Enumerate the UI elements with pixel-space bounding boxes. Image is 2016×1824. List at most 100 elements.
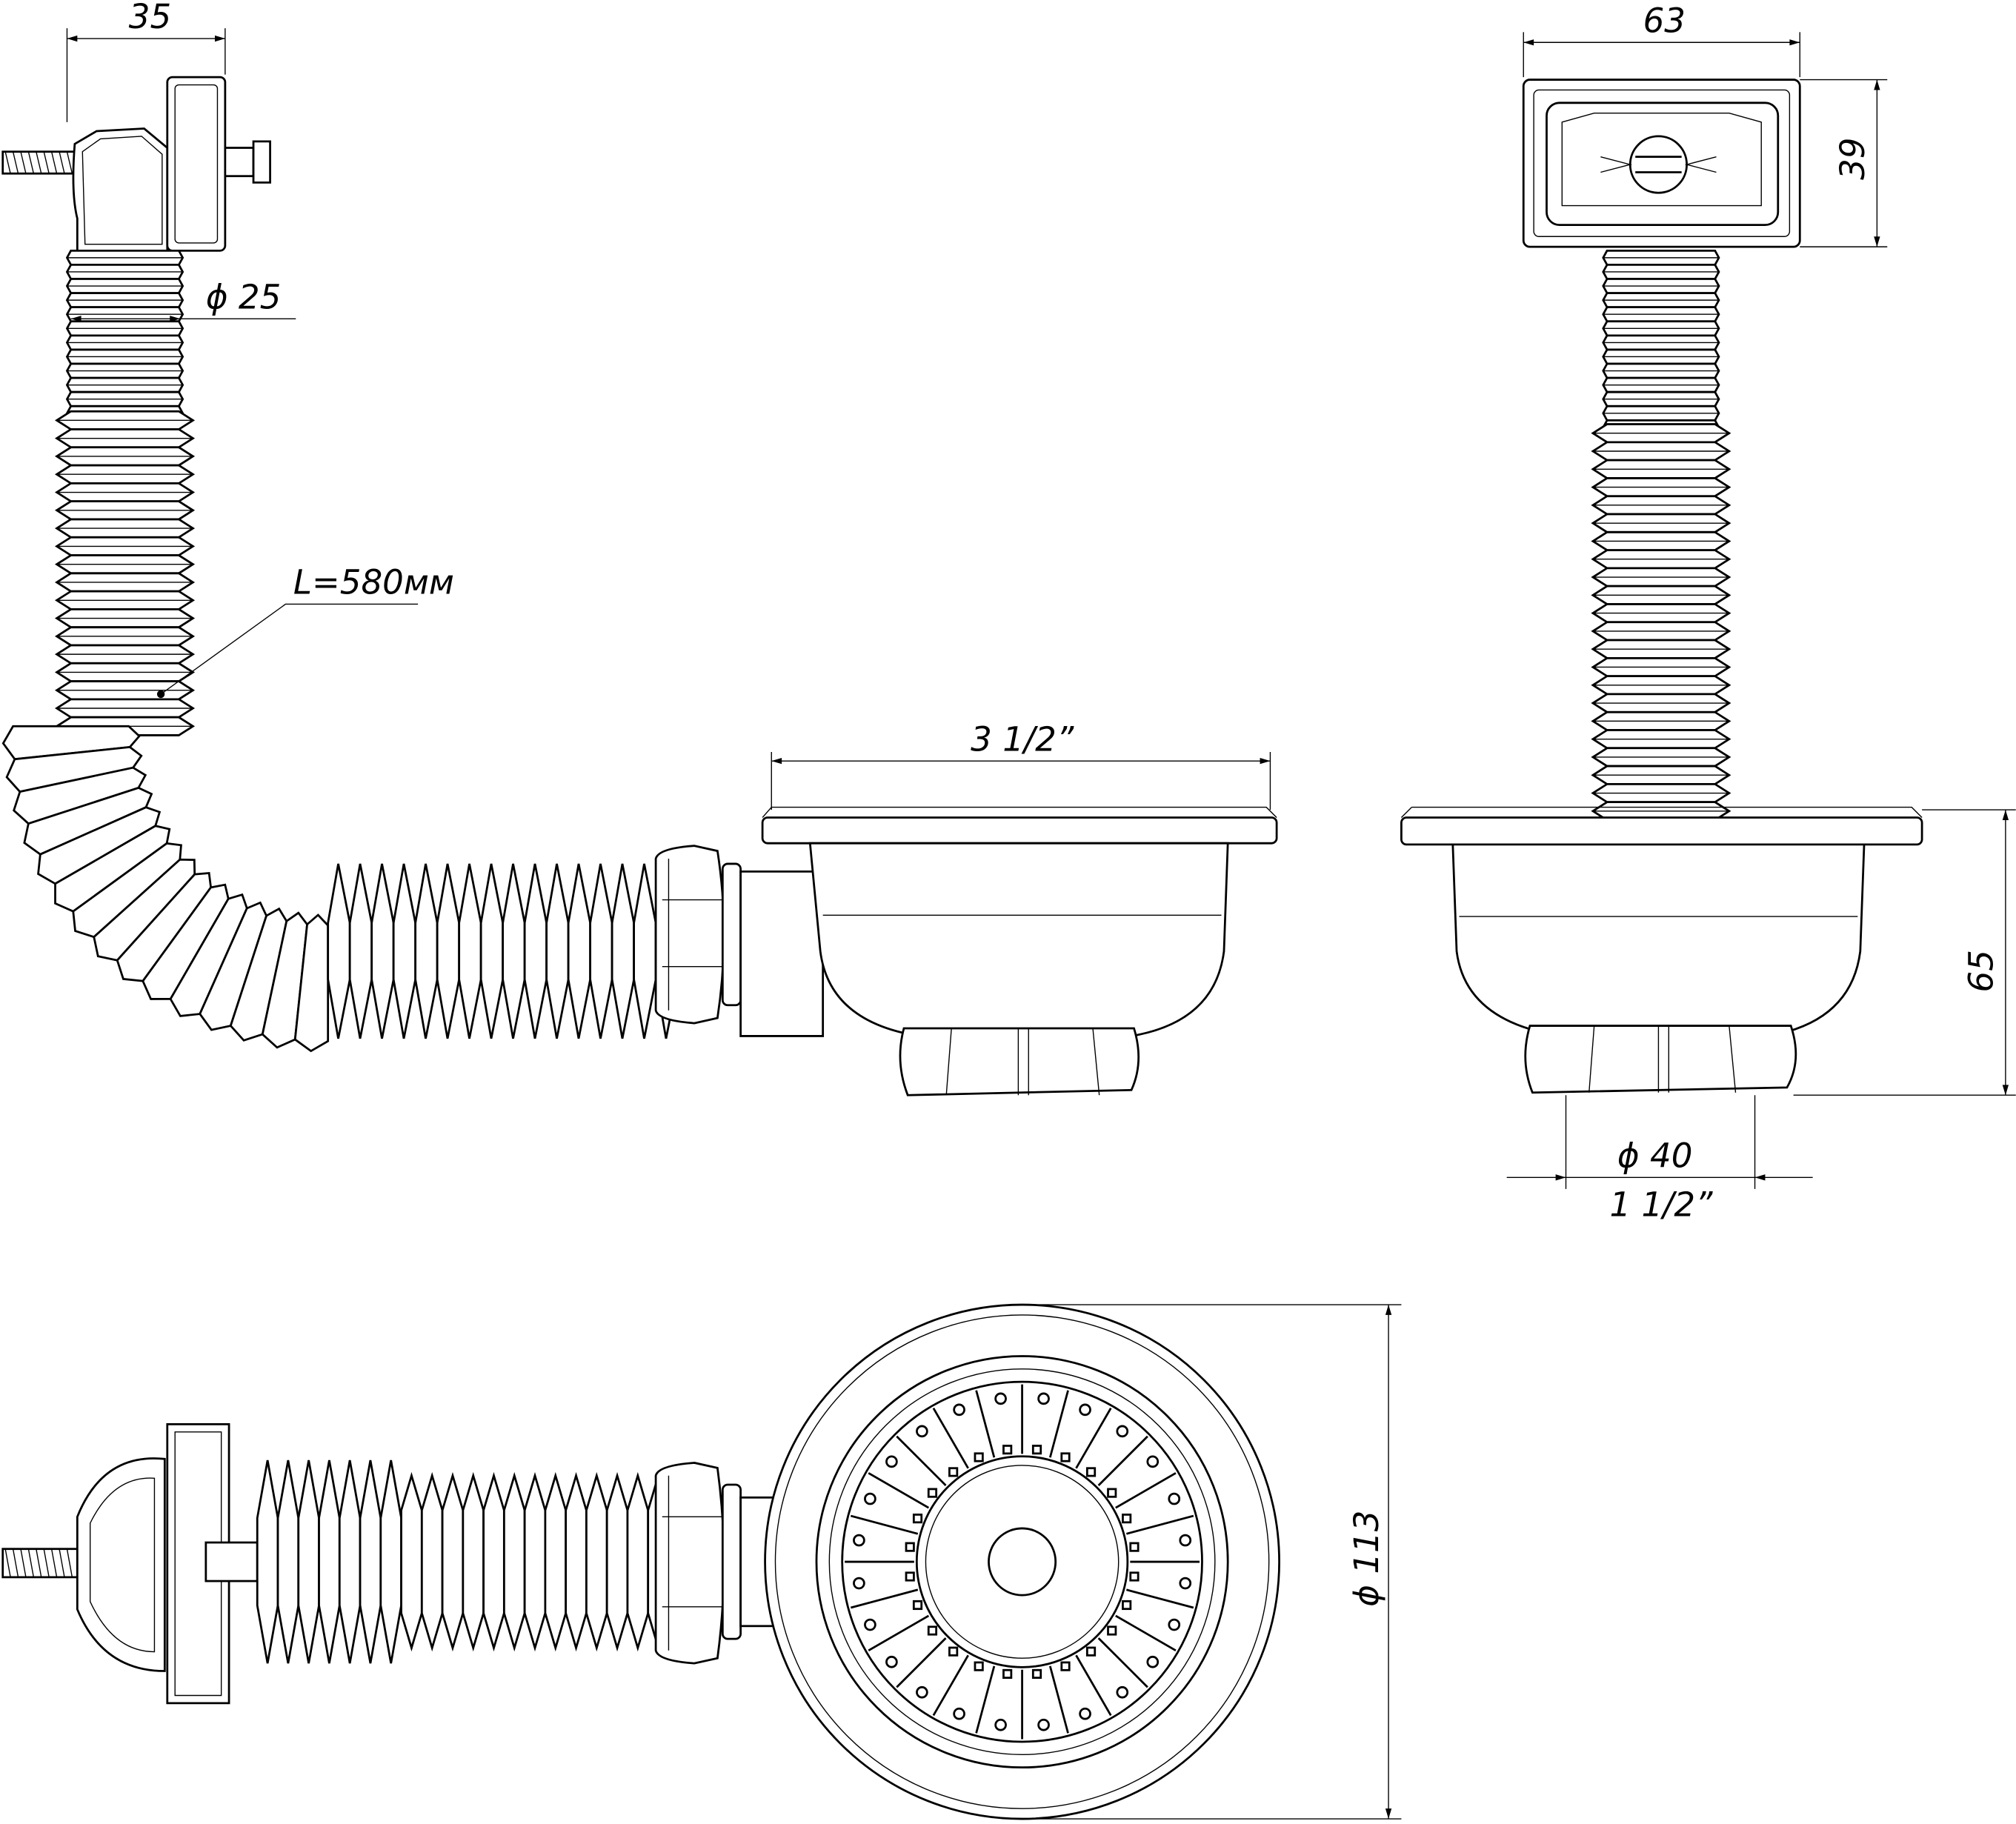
overflow-plate [166, 76, 227, 252]
strainer-hole [916, 1685, 928, 1699]
hose-rib [327, 863, 351, 1039]
strainer-hole [994, 1392, 1007, 1405]
outlet-nut [899, 1027, 1140, 1096]
strainer-hole [853, 1534, 865, 1547]
strainer-hole [853, 1577, 865, 1590]
hose-rib [585, 1471, 608, 1652]
corrugated-hose-front [1591, 249, 1731, 822]
strainer-tab [1122, 1600, 1132, 1611]
strainer-rib [896, 1637, 947, 1688]
corrugated-hose [1, 249, 679, 1053]
side-view [1, 76, 1278, 1096]
strainer-tab [912, 1514, 923, 1524]
hose-rib [414, 863, 439, 1039]
strainer-hole [1179, 1534, 1192, 1547]
hose-rib [502, 863, 526, 1039]
strainer-flange [761, 816, 1278, 845]
strainer-rib [1075, 1408, 1112, 1469]
strainer-rib [896, 1435, 947, 1486]
strainer-tab [1031, 1445, 1042, 1455]
thread-line [66, 151, 73, 174]
thread-line [27, 151, 35, 174]
strainer-rib [1075, 1654, 1112, 1717]
strainer-hole [864, 1492, 876, 1505]
strainer-rib [1048, 1665, 1069, 1734]
thread-line [12, 1548, 19, 1577]
strainer-hole [1146, 1455, 1160, 1468]
strainer-tab [1031, 1668, 1042, 1680]
hose-rib [436, 863, 461, 1039]
thread-line [36, 1548, 42, 1577]
strainer-hole [1116, 1685, 1129, 1699]
hose-rib [370, 863, 395, 1039]
thread-line [12, 151, 19, 174]
strainer-tab [1002, 1668, 1013, 1680]
hose-rib [441, 1471, 465, 1652]
thread-line [4, 1548, 11, 1577]
hose-rib [523, 1471, 547, 1652]
dimensions: 35 ϕ 25 L=580мм 3 1/2” 63 39 65 ϕ 40 1 1… [66, 0, 2016, 1820]
strainer-body-side [739, 806, 1278, 1096]
strainer-hole [994, 1718, 1007, 1731]
strainer-tab [974, 1661, 984, 1671]
strainer-tab [1060, 1452, 1071, 1462]
hose-rib [523, 863, 548, 1039]
hose-rib [544, 1471, 568, 1652]
strainer-hole [1179, 1577, 1192, 1590]
strainer-hole [1037, 1718, 1050, 1731]
strainer-rib [932, 1408, 969, 1469]
dim-hose-diameter: ϕ 25 [206, 277, 282, 316]
hose-rib [318, 1459, 341, 1664]
strainer-hole [1146, 1655, 1160, 1668]
hose-rib [462, 1471, 485, 1652]
hose-rib [338, 1459, 362, 1664]
strainer-rib [1048, 1390, 1069, 1458]
strainer-rib [868, 1472, 930, 1509]
dim-overflow-plate-height: 39 [1833, 137, 1872, 179]
strainer-hole [1079, 1403, 1091, 1417]
strainer-tab [1122, 1514, 1132, 1524]
strainer-tab [1085, 1467, 1097, 1477]
screw-thread [4, 1548, 73, 1577]
strainer-rib [1126, 1514, 1194, 1535]
strainer-rib [975, 1665, 996, 1734]
strainer-tab [905, 1571, 915, 1582]
strainer-hole [1037, 1392, 1050, 1405]
hose-rib [565, 1471, 588, 1652]
strainer-body-front [1400, 806, 1923, 1094]
hose-rib [293, 913, 330, 1053]
strainer-tab [974, 1452, 984, 1462]
overflow-plate-top [166, 1423, 230, 1705]
strainer-tab [948, 1646, 959, 1657]
hose-rib [359, 1459, 382, 1664]
overflow-screw-head [1629, 135, 1688, 194]
top-view [1, 1303, 1280, 1820]
hose-rib [379, 1459, 402, 1664]
strainer-tab [905, 1542, 915, 1552]
strainer-rib [1115, 1614, 1177, 1651]
dim-outlet-thread: 1 1/2” [1609, 1185, 1713, 1224]
strainer-tab [1107, 1488, 1117, 1498]
strainer-ribs [845, 1384, 1200, 1740]
hose-rib [458, 863, 482, 1039]
hose-rib [400, 1471, 423, 1652]
strainer-rib [1126, 1588, 1194, 1609]
strainer-hole [1168, 1618, 1181, 1631]
thread-line [20, 1548, 27, 1577]
hose-rib [297, 1459, 320, 1664]
dim-overflow-plate-width: 63 [1643, 1, 1686, 40]
outlet-nut-front [1524, 1025, 1797, 1094]
strainer-hole [1079, 1707, 1091, 1720]
thread-line [43, 151, 50, 174]
strainer-tab [1085, 1646, 1097, 1657]
hose-rib [276, 1459, 300, 1664]
strainer-rib [1115, 1472, 1177, 1509]
overflow-assembly [1, 76, 271, 252]
hose-rib [392, 863, 417, 1039]
hose-rib [479, 863, 505, 1039]
strainer-hole [885, 1455, 898, 1468]
dim-strainer-size: 3 1/2” [971, 719, 1074, 759]
strainer-hole [885, 1655, 898, 1668]
thread-line [66, 1548, 73, 1577]
strainer-hole [1116, 1425, 1129, 1438]
